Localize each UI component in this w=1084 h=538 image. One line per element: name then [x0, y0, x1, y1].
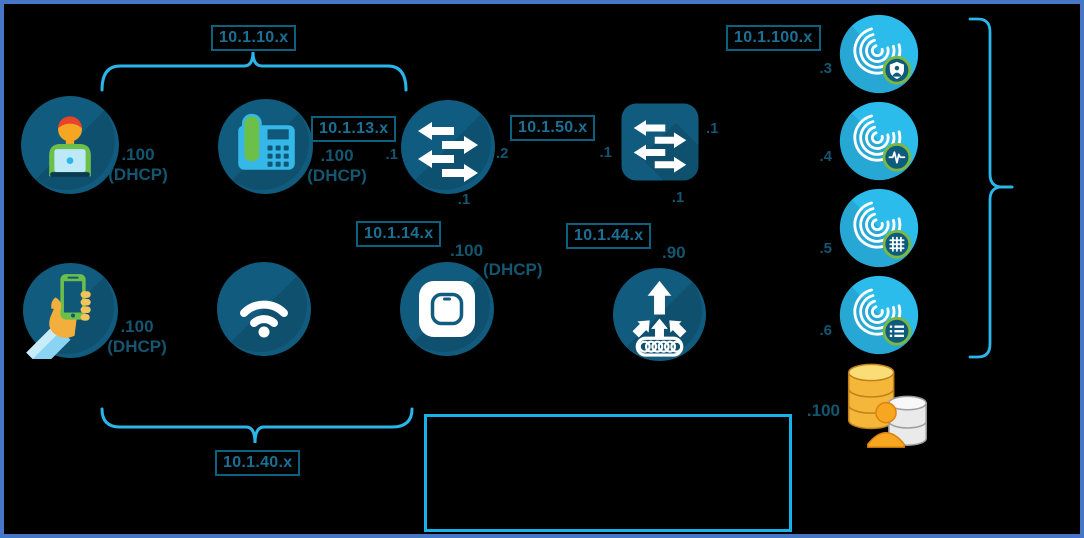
ise-cluster-brace — [968, 17, 1014, 359]
pc-ip-label: .100 (DHCP) — [108, 145, 168, 184]
core-switch-node — [618, 100, 702, 184]
core-switch-port-left: .1 — [599, 144, 612, 161]
smartphone-user-node — [22, 262, 119, 359]
subnet-label-uplink: 10.1.50.x — [510, 115, 596, 141]
ise-monitoring-node — [839, 101, 919, 181]
subnet-label-controller: 10.1.44.x — [566, 223, 652, 249]
shield-user-badge-icon — [882, 55, 912, 85]
ise-node-1-ip: .3 — [819, 60, 832, 77]
ise-node-3-ip: .5 — [819, 240, 832, 257]
core-switch-port-right: .1 — [706, 120, 719, 137]
legend-box — [424, 414, 792, 532]
core-switch-port-bottom: .1 — [671, 189, 685, 206]
subnet-label-voice: 10.1.13.x — [311, 116, 397, 142]
ise-node-4-ip: .6 — [819, 322, 832, 339]
person-at-laptop-icon — [21, 96, 119, 194]
phone-ip-label: .100 (DHCP) — [307, 146, 367, 185]
pc-user-node — [20, 95, 120, 195]
core-switch-icon — [621, 103, 699, 181]
access-switch-port-uplink: .2 — [496, 145, 509, 162]
identity-database-icon — [847, 363, 927, 448]
access-point-ip: .100 — [450, 241, 484, 260]
subnet-label-servers: 10.1.100.x — [726, 25, 821, 51]
subnet-label-wired-users: 10.1.10.x — [211, 25, 297, 51]
access-point-dhcp: (DHCP) — [483, 260, 543, 279]
pulse-badge-icon — [882, 142, 912, 172]
subnet-label-wireless-users: 10.1.40.x — [215, 450, 301, 476]
ise-node-2-ip: .4 — [819, 148, 832, 165]
ip-phone-icon — [218, 99, 313, 194]
wifi-node — [216, 261, 312, 357]
identity-store-ip: .100 — [806, 401, 840, 420]
access-switch-port-bottom: .1 — [457, 191, 471, 208]
wired-subnet-brace — [100, 51, 408, 92]
fingerprint-grid-icon — [839, 188, 919, 268]
access-point-icon — [400, 262, 494, 356]
ise-policy-node — [839, 188, 919, 268]
fingerprint-list-icon — [839, 275, 919, 355]
wlc-node — [612, 267, 707, 362]
ise-profiling-node — [839, 275, 919, 355]
switch-icon — [401, 100, 495, 194]
list-badge-icon — [882, 316, 912, 346]
access-switch-node — [400, 99, 496, 195]
smartphone-ip-label: .100 (DHCP) — [107, 317, 167, 356]
ip-phone-node — [217, 98, 314, 195]
subnet-label-access-points: 10.1.14.x — [356, 221, 442, 247]
fingerprint-pulse-icon — [839, 101, 919, 181]
wifi-icon — [217, 262, 311, 356]
access-switch-port-phone: .1 — [385, 146, 398, 163]
identity-store-node — [842, 358, 930, 452]
grid-badge-icon — [882, 229, 912, 259]
access-point-node — [399, 261, 495, 357]
hand-holding-phone-icon — [23, 263, 118, 359]
ise-admin-node — [839, 14, 919, 94]
fingerprint-shield-user-icon — [839, 14, 919, 94]
wireless-controller-icon — [612, 267, 707, 362]
wireless-subnet-brace — [100, 407, 414, 444]
wlc-ip: .90 — [662, 243, 686, 262]
